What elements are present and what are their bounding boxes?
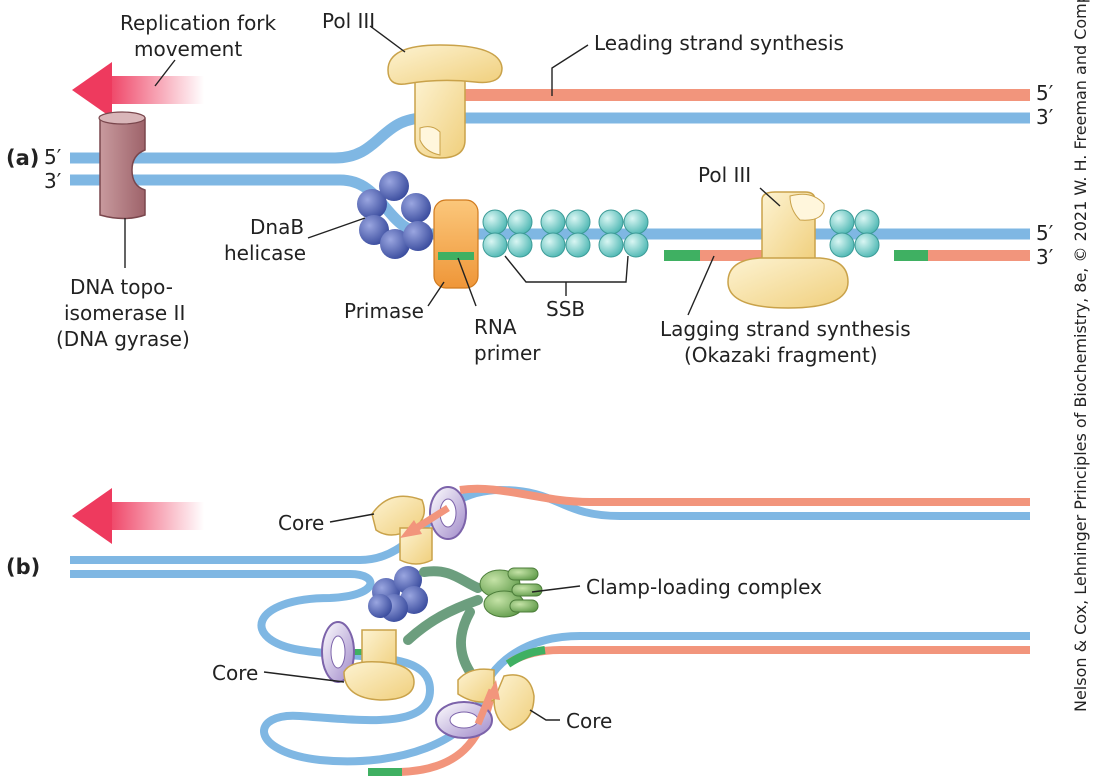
core-bottom-icon <box>435 668 535 739</box>
dnab-helicase-b-icon <box>368 566 428 622</box>
panel-label-b: (b) <box>6 555 40 579</box>
okazaki-previous-b <box>508 646 1030 666</box>
label-ssb: SSB <box>546 297 585 321</box>
label-3prime-bottom-right: 3′ <box>1036 245 1054 269</box>
copyright-credit: Nelson & Cox, Lehninger Principles of Bi… <box>1071 0 1090 712</box>
ssb-subunit <box>482 209 508 235</box>
dnab-helicase-icon <box>357 171 433 259</box>
ssb-proteins <box>482 209 880 258</box>
ssb-subunit <box>854 232 880 258</box>
label-core-bottom: Core <box>566 709 612 733</box>
ssb-subunit <box>623 232 649 258</box>
clamp-loader-icon <box>479 567 543 618</box>
new-leading-strand-b <box>459 484 1030 506</box>
label-leading-strand: Leading strand synthesis <box>594 31 844 55</box>
label-topo-line2: isomerase II <box>64 301 185 325</box>
label-pol3-top: Pol III <box>322 9 375 33</box>
template-strand-upper <box>70 112 1030 164</box>
label-5prime-top-right: 5′ <box>1036 81 1054 105</box>
panel-a: (a) Replication fork movement Pol III Le… <box>6 9 1054 367</box>
label-topo-line1: DNA topo- <box>70 275 173 299</box>
label-core-top: Core <box>278 511 324 535</box>
clamp-loader-tethers <box>403 566 483 677</box>
label-fork-movement-line2: movement <box>134 37 242 61</box>
ssb-subunit <box>482 232 508 258</box>
panel-b: (b) Core Clamp-loading complex Core Core <box>6 484 1030 776</box>
label-primase: Primase <box>344 299 424 323</box>
label-pol3-bottom: Pol III <box>698 163 751 187</box>
ssb-subunit <box>829 232 855 258</box>
label-fork-movement-line1: Replication fork <box>120 11 277 35</box>
ssb-subunit <box>540 232 566 258</box>
ssb-subunit <box>598 232 624 258</box>
ssb-subunit <box>598 209 624 235</box>
panel-label-a: (a) <box>6 146 39 170</box>
panel-b-leader-lines <box>263 513 581 721</box>
pol3-leading-icon <box>387 44 503 159</box>
pol3-lagging-icon <box>727 191 849 309</box>
label-rna-primer-line1: RNA <box>474 315 517 339</box>
lagging-strand-previous-fragment <box>894 250 1030 261</box>
ssb-subunit <box>565 232 591 258</box>
fork-movement-arrow-b <box>72 488 204 544</box>
ssb-subunit <box>540 209 566 235</box>
dna-gyrase-icon <box>98 111 146 220</box>
ssb-subunit <box>507 232 533 258</box>
label-topo-line3: (DNA gyrase) <box>56 327 190 351</box>
panel-a-leader-lines <box>124 25 781 316</box>
label-5prime-left: 5′ <box>44 145 62 169</box>
ssb-subunit <box>829 209 855 235</box>
label-5prime-bottom-right: 5′ <box>1036 221 1054 245</box>
ssb-subunit <box>507 209 533 235</box>
label-lagging-line1: Lagging strand synthesis <box>660 317 911 341</box>
ssb-subunit <box>854 209 880 235</box>
leading-strand <box>420 80 1030 110</box>
label-core-left: Core <box>212 661 258 685</box>
label-3prime-top-right: 3′ <box>1036 105 1054 129</box>
primase-icon <box>433 199 479 289</box>
fork-movement-arrow <box>72 62 204 118</box>
core-left-icon <box>321 621 415 701</box>
label-dnab-line2: helicase <box>224 241 306 265</box>
ssb-subunit <box>623 209 649 235</box>
ssb-subunit <box>565 209 591 235</box>
core-top-icon <box>371 486 467 565</box>
rna-primer-b-mid <box>505 646 546 668</box>
label-dnab-line1: DnaB <box>250 215 304 239</box>
label-clamp-loader: Clamp-loading complex <box>586 575 822 599</box>
label-lagging-line2: (Okazaki fragment) <box>684 343 878 367</box>
label-rna-primer-line2: primer <box>474 341 541 365</box>
label-3prime-left: 3′ <box>44 169 62 193</box>
